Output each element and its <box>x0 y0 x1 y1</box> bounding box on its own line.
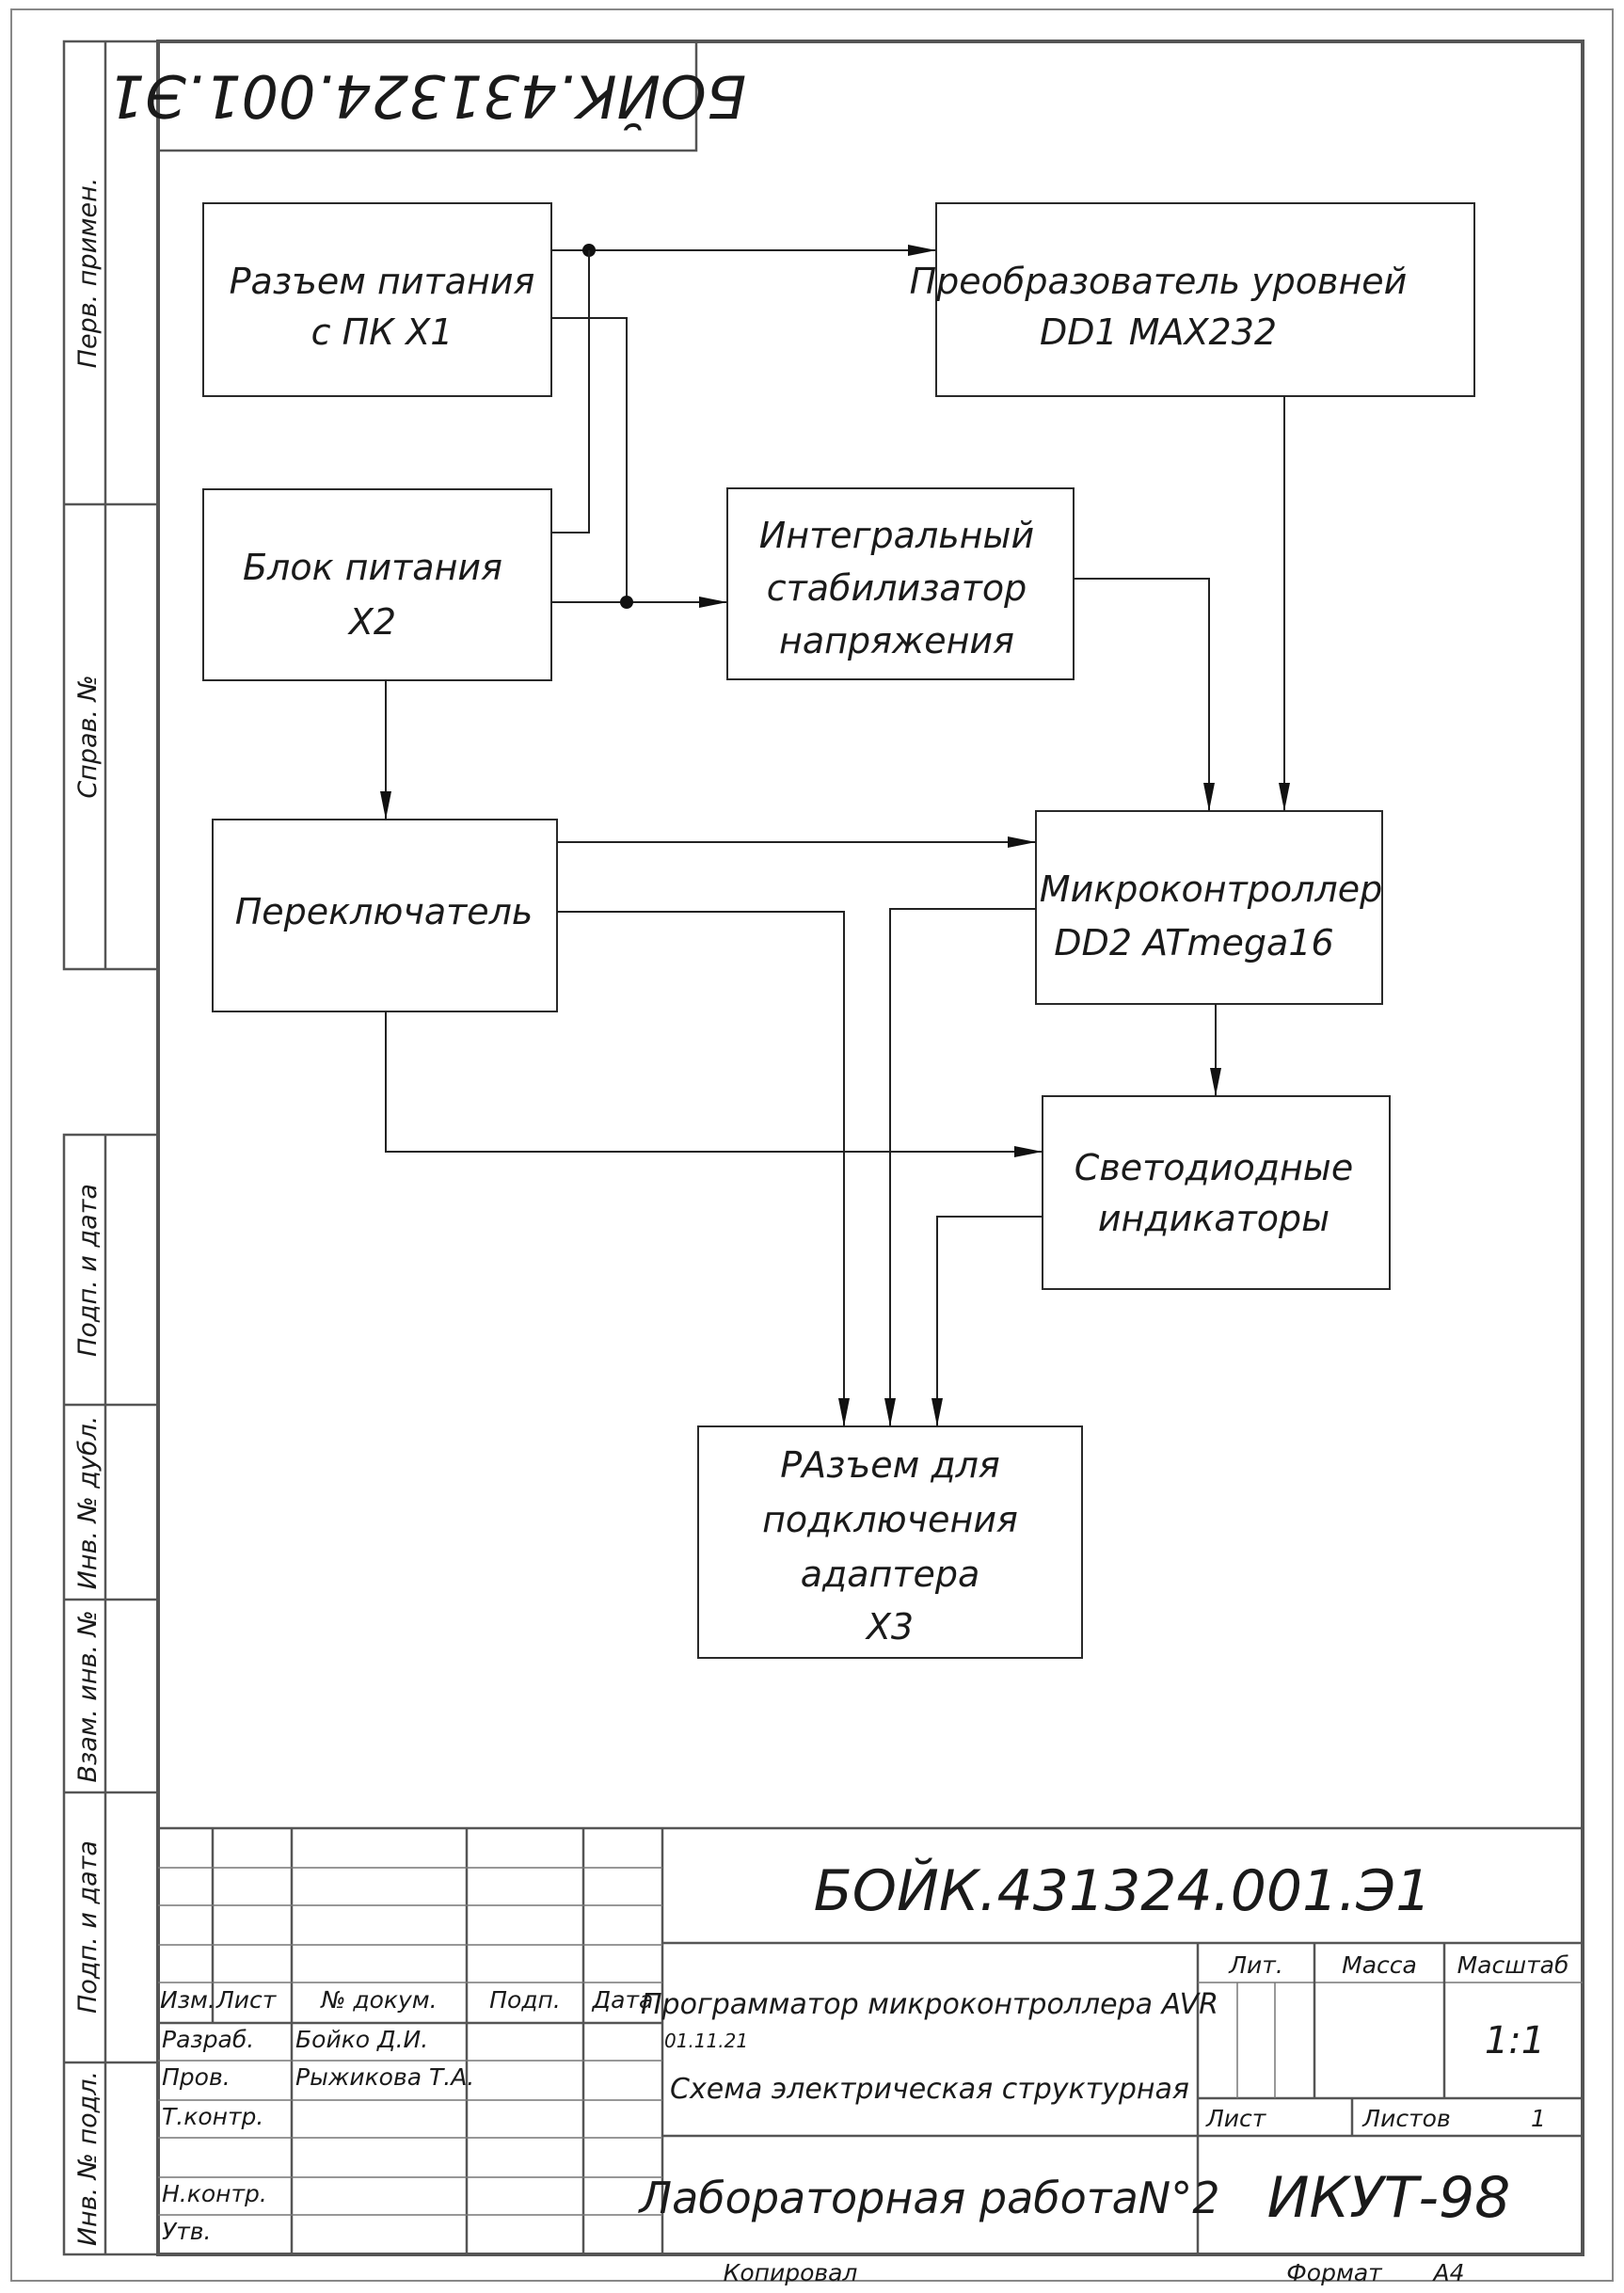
block-leds-line2: индикаторы <box>1098 1198 1329 1239</box>
format-value: А4 <box>1431 2259 1464 2286</box>
organization: ИКУТ-98 <box>1267 2165 1511 2231</box>
left-side-stamp: Перв. примен. Справ. № Подп. и дата Инв.… <box>62 40 160 2256</box>
block-level-converter-line2: DD1 MAX232 <box>1040 311 1277 353</box>
side-label-inv-podl: Инв. № подл. <box>73 2071 103 2246</box>
sheets-value: 1 <box>1531 2105 1546 2132</box>
block-power-supply-line1: Блок питания <box>243 547 502 588</box>
row-prov-label: Пров. <box>162 2063 231 2091</box>
scale-label: Масштаб <box>1457 1951 1569 1979</box>
block-switch: Переключатель <box>212 819 558 1012</box>
wire-stabilizer-to-mcu <box>1074 578 1215 811</box>
block-power-connector-line1: Разъем питания <box>230 261 535 302</box>
wire-x2-to-top-node <box>551 250 590 533</box>
block-adapter-connector-line1: РАзъем для <box>780 1444 1000 1486</box>
title-line2: Схема электрическая структурная <box>670 2073 1189 2106</box>
side-label-inv-dubl: Инв. № дубл. <box>73 1416 103 1590</box>
lit-label: Лит. <box>1228 1951 1283 1979</box>
side-label-podp-data-1: Подп. и дата <box>73 1184 103 1357</box>
row-razrab-name: Бойко Д.И. <box>295 2026 428 2053</box>
row-prov-name: Рыжикова Т.А. <box>295 2063 474 2091</box>
block-stabilizer: Интегральный стабилизатор напряжения <box>726 487 1075 680</box>
sheet-border <box>10 8 1614 2282</box>
block-adapter-connector-line4: Х3 <box>865 1606 914 1648</box>
hdr-date: Дата <box>592 1986 654 2014</box>
block-leds-line1: Светодиодные <box>1075 1147 1353 1188</box>
title-block: БОЙК.431324.001.Э1 Изм. Лист № докум. По… <box>156 1826 1584 2286</box>
side-label-podp-data-2: Подп. и дата <box>73 1840 103 2014</box>
wire-switch-to-leds <box>385 1011 1043 1157</box>
block-microcontroller-line2: DD2 ATmega16 <box>1054 922 1333 963</box>
wire-leds-to-x3 <box>931 1216 1043 1426</box>
block-microcontroller: Микроконтроллер DD2 ATmega16 <box>1035 810 1383 1005</box>
side-label-perv-primen: Перв. примен. <box>73 178 103 369</box>
sheet-label: Лист <box>1205 2105 1267 2132</box>
block-adapter-connector-line3: адаптера <box>801 1553 980 1595</box>
wire-x1-to-stab-node <box>551 317 628 602</box>
row-tkontr-label: Т.контр. <box>162 2103 263 2130</box>
hdr-izm: Изм. <box>160 1986 215 2014</box>
block-power-connector-line2: с ПК Х1 <box>311 311 454 353</box>
block-stabilizer-line3: напряжения <box>779 620 1014 661</box>
block-level-converter-line1: Преобразователь уровней <box>910 261 1408 302</box>
hdr-sign: Подп. <box>489 1986 561 2014</box>
block-level-converter: Преобразователь уровней DD1 MAX232 <box>910 202 1475 397</box>
hdr-list: Лист <box>215 1986 278 2014</box>
side-label-sprav: Справ. № <box>73 675 103 798</box>
work-title: Лабораторная работаN°2 <box>638 2173 1220 2223</box>
format-label: Формат <box>1286 2259 1383 2286</box>
row-razrab-label: Разраб. <box>162 2026 254 2053</box>
block-microcontroller-line1: Микроконтроллер <box>1040 868 1382 910</box>
title-line1: Программатор микроконтроллера AVR <box>641 1988 1218 2021</box>
sheets-label: Листов <box>1361 2105 1450 2132</box>
block-power-supply-line2: Х2 <box>347 601 396 643</box>
block-adapter-connector: РАзъем для подключения адаптера Х3 <box>697 1425 1083 1659</box>
hdr-doc-no: № докум. <box>319 1986 437 2014</box>
side-label-vzam-inv: Взам. инв. № <box>73 1610 103 1782</box>
connections <box>380 244 1290 1426</box>
block-power-connector: Разъем питания с ПК Х1 <box>202 202 552 397</box>
row-nkontr-label: Н.контр. <box>162 2180 267 2207</box>
wire-mcu-to-x3 <box>884 908 1036 1426</box>
block-adapter-connector-line2: подключения <box>762 1499 1018 1540</box>
block-power-supply: Блок питания Х2 <box>202 488 552 681</box>
rotated-doc-code: БОЙК.431324.001.Э1 <box>108 62 747 132</box>
wire-switch-to-x3 <box>557 911 850 1426</box>
block-stabilizer-line2: стабилизатор <box>767 567 1027 609</box>
block-switch-label: Переключатель <box>235 891 533 932</box>
copied-label: Копировал <box>724 2259 858 2286</box>
junction-dot-mid <box>620 596 633 609</box>
row-razrab-date: 01.11.21 <box>664 2030 748 2052</box>
top-rotated-stamp: БОЙК.431324.001.Э1 <box>108 40 747 152</box>
mass-label: Масса <box>1342 1951 1417 1979</box>
scale-value: 1:1 <box>1485 2019 1545 2062</box>
block-leds: Светодиодные индикаторы <box>1042 1095 1391 1290</box>
title-doc-code: БОЙК.431324.001.Э1 <box>814 1857 1432 1924</box>
row-utv-label: Утв. <box>162 2218 211 2245</box>
block-stabilizer-line1: Интегральный <box>759 515 1034 556</box>
